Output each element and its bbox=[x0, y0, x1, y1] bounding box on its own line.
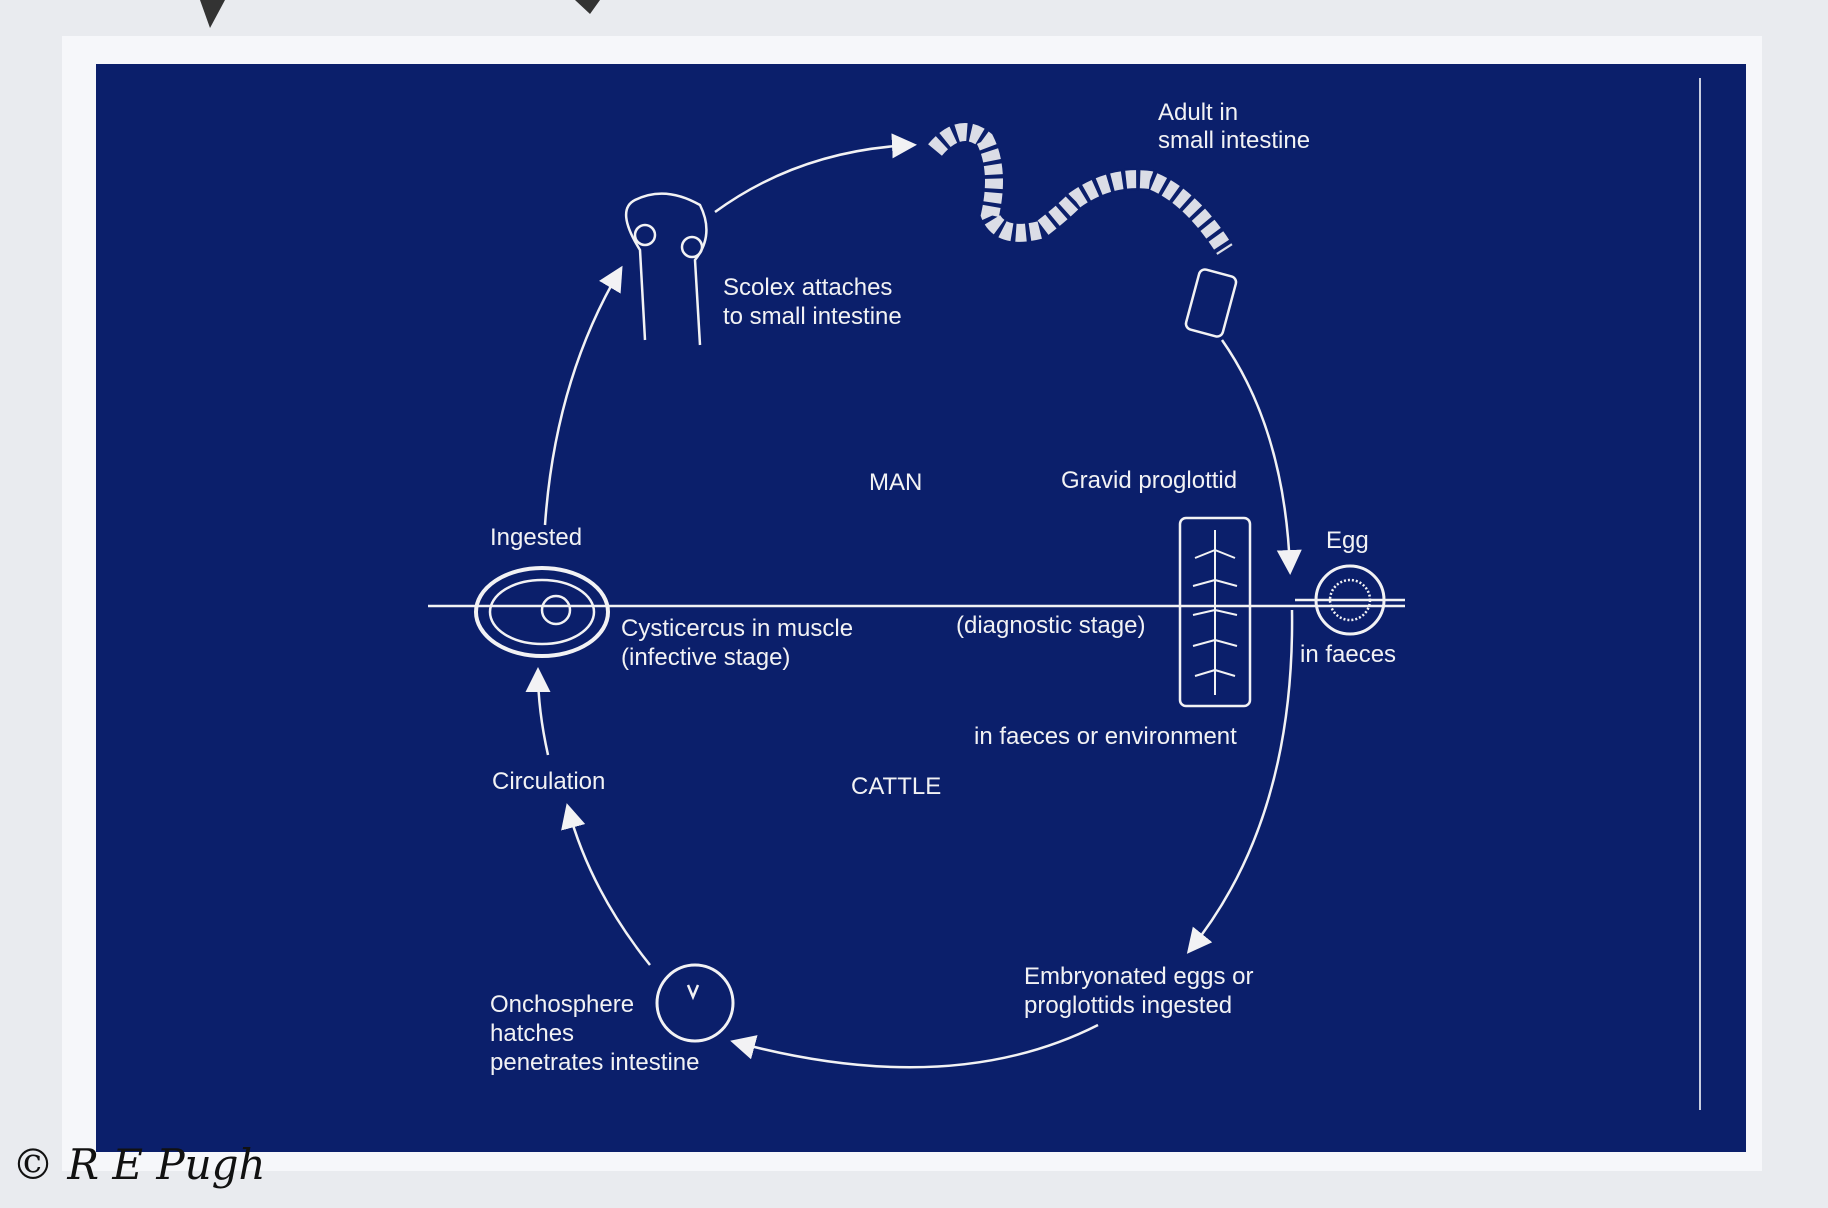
label-egg-faeces: in faeces bbox=[1300, 641, 1396, 668]
cysticercus-icon bbox=[474, 566, 610, 658]
label-egg: Egg bbox=[1326, 527, 1369, 554]
arrow-circulation-to-cyst bbox=[525, 667, 551, 756]
label-man: MAN bbox=[869, 469, 922, 496]
arrow-scolex-to-adult bbox=[714, 133, 917, 214]
arrow-ingested-to-scolex bbox=[543, 265, 623, 526]
onchosphere-icon bbox=[655, 963, 735, 1043]
label-diagnostic: (diagnostic stage) bbox=[956, 612, 1145, 639]
label-embryonated-2: proglottids ingested bbox=[1024, 992, 1232, 1019]
label-scolex-2: to small intestine bbox=[723, 303, 902, 330]
label-adult-1: Adult in bbox=[1158, 99, 1238, 126]
gravid-proglottid-icon bbox=[1178, 516, 1252, 708]
label-onchosphere-2: hatches bbox=[490, 1020, 574, 1047]
ink-mark bbox=[200, 0, 225, 28]
arrow-ingested-to-onchosphere bbox=[730, 1023, 1099, 1069]
label-onchosphere-3: penetrates intestine bbox=[490, 1049, 699, 1076]
label-gravid: Gravid proglottid bbox=[1061, 467, 1237, 494]
label-onchosphere-1: Onchosphere bbox=[490, 991, 634, 1018]
label-circulation: Circulation bbox=[492, 768, 605, 795]
ink-mark bbox=[575, 0, 600, 14]
copyright-signature: © R E Pugh bbox=[12, 1140, 266, 1189]
arrow-onchosphere-to-circulation bbox=[561, 803, 651, 966]
label-cattle: CATTLE bbox=[851, 773, 941, 800]
slide-panel bbox=[96, 64, 1746, 1152]
label-proglottid-env: in faeces or environment bbox=[974, 723, 1237, 750]
label-ingested: Ingested bbox=[490, 524, 582, 551]
arrow-egg-to-ingested bbox=[1186, 609, 1294, 954]
adult-worm-icon bbox=[926, 121, 1238, 338]
egg-icon bbox=[1295, 564, 1405, 636]
arrow-adult-to-egg bbox=[1220, 339, 1302, 575]
label-adult-2: small intestine bbox=[1158, 127, 1310, 154]
label-cysticercus-2: (infective stage) bbox=[621, 644, 790, 671]
label-cysticercus-1: Cysticercus in muscle bbox=[621, 615, 853, 642]
scolex-icon bbox=[625, 192, 708, 346]
label-embryonated-1: Embryonated eggs or bbox=[1024, 963, 1253, 990]
label-scolex-1: Scolex attaches bbox=[723, 274, 892, 301]
